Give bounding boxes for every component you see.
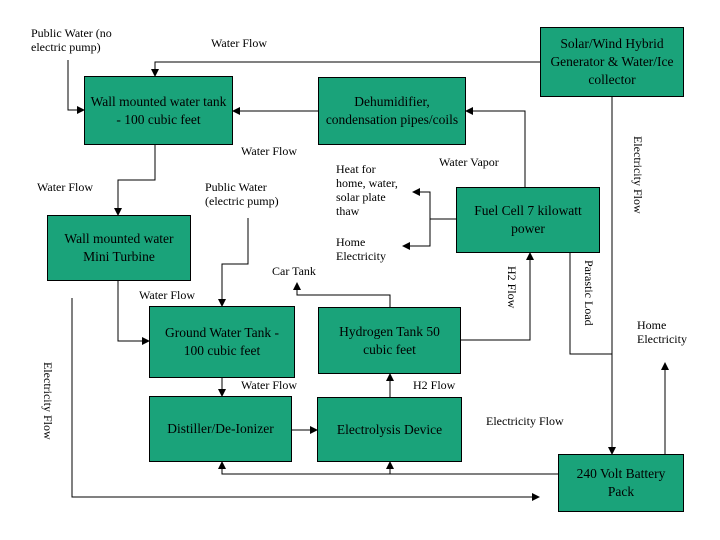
h2-flow-label: H2 Flow [413, 378, 456, 392]
car-tank-label: Car Tank [272, 264, 316, 278]
arrow-wall-tank-to-turbine [114, 145, 156, 216]
heat-for-label: Heat for home, water, solar plate thaw [336, 162, 398, 218]
generator-box: Solar/Wind Hybrid Generator & Water/Ice … [540, 27, 684, 97]
h2-flow-vertical-label: H2 Flow [505, 266, 519, 309]
water-flow-ground-label: Water Flow [241, 378, 298, 392]
line-parasitic-load [569, 253, 612, 355]
home-electricity-right-label: Home Electricity [637, 318, 687, 346]
arrow-generator-to-wall-tank [151, 61, 540, 77]
electricity-flow-left-label: Electricity Flow [41, 362, 55, 440]
water-flow-left-label: Water Flow [37, 180, 94, 194]
home-electricity-mid-label: Home Electricity [336, 235, 386, 263]
arrow-fuelcell-to-dehumidifier [465, 107, 526, 187]
battery-box: 240 Volt Battery Pack [558, 454, 684, 512]
arrow-turbine-to-battery [71, 298, 540, 501]
arrow-fuelcell-home-electricity [402, 218, 456, 250]
water-flow-dehumidifier-label: Water Flow [241, 144, 298, 158]
arrow-turbine-to-ground-tank [117, 281, 150, 345]
distiller-box: Distiller/De-Ionizer [149, 396, 292, 462]
electrolysis-box: Electrolysis Device [317, 397, 462, 462]
mini-turbine-box: Wall mounted water Mini Turbine [47, 215, 191, 281]
arrow-hydrogen-to-fuelcell [461, 252, 534, 341]
arrow-public-water-to-wall-tank [67, 60, 85, 114]
public-water-pump-label: Public Water (electric pump) [205, 180, 279, 208]
electricity-flow-right-label: Electricity Flow [631, 136, 645, 214]
arrow-battery-to-distiller [218, 461, 558, 475]
water-flow-turbine-label: Water Flow [139, 288, 196, 302]
arrow-public-water-pump-to-ground-tank [218, 218, 249, 307]
dehumidifier-box: Dehumidifier, condensation pipes/coils [318, 77, 466, 145]
water-vapor-label: Water Vapor [439, 155, 499, 169]
parasitic-load-label: Parastic Load [582, 260, 596, 326]
arrow-hydrogen-to-car-tank [293, 282, 391, 307]
wall-tank-box: Wall mounted water tank - 100 cubic feet [84, 76, 233, 145]
electricity-flow-bottom-label: Electricity Flow [486, 414, 564, 428]
water-flow-top-label: Water Flow [211, 36, 268, 50]
fuel-cell-box: Fuel Cell 7 kilowatt power [456, 187, 600, 253]
arrow-fuelcell-heat [412, 188, 431, 219]
ground-tank-box: Ground Water Tank - 100 cubic feet [149, 306, 295, 378]
hydrogen-tank-box: Hydrogen Tank 50 cubic feet [318, 307, 461, 374]
public-water-no-pump-label: Public Water (no electric pump) [31, 26, 112, 54]
